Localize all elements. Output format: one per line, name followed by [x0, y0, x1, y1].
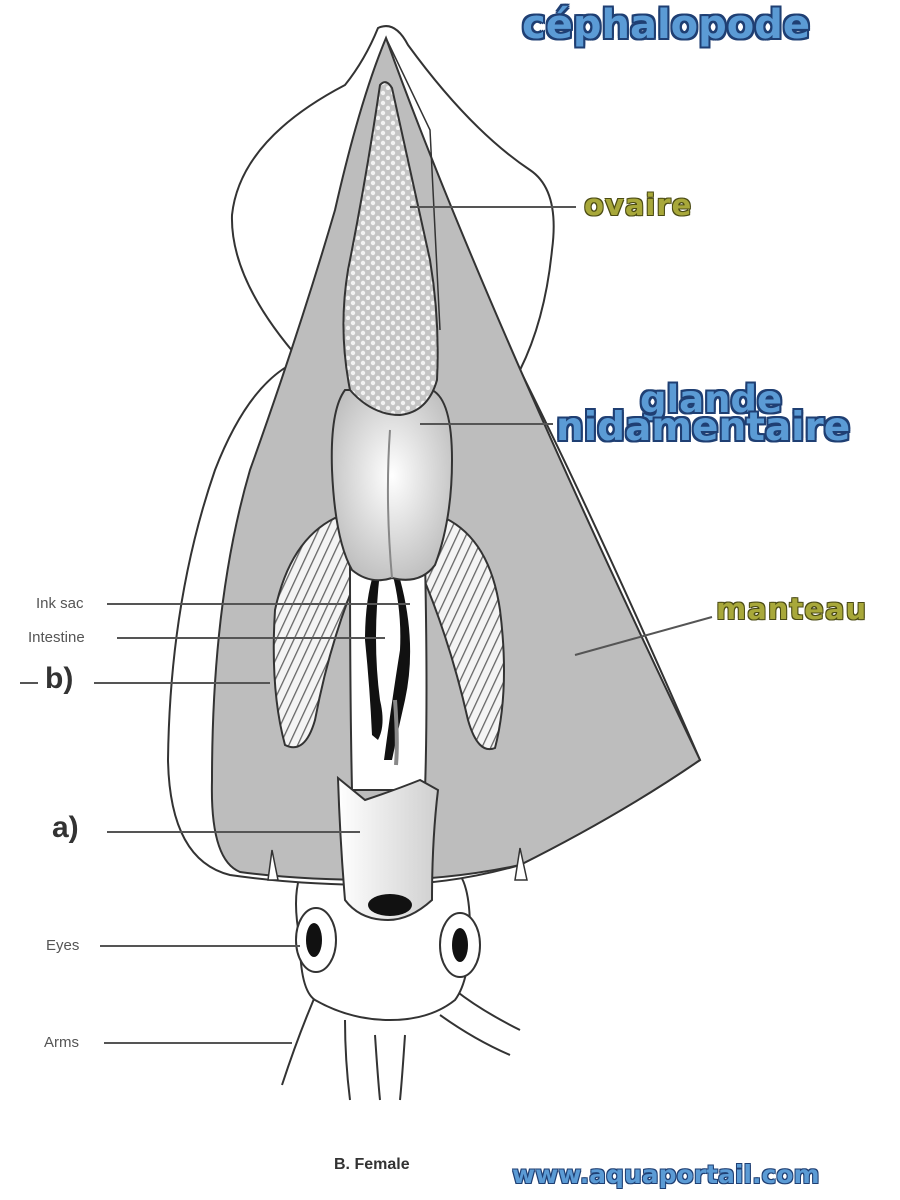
- funnel: [336, 775, 440, 922]
- figure-caption: B. Female: [334, 1156, 410, 1173]
- label-intestine: Intestine: [28, 629, 85, 646]
- nidamental-gland: [330, 389, 454, 582]
- label-ovaire: ovaire: [584, 188, 693, 222]
- label-b: b): [45, 662, 74, 695]
- label-manteau: manteau: [716, 592, 868, 626]
- ink-sac: [384, 572, 411, 760]
- label-eyes: Eyes: [46, 937, 80, 954]
- pointer-lines: [20, 206, 713, 1044]
- funnel-opening: [368, 894, 412, 916]
- ovary: [342, 81, 439, 417]
- label-glande: glande: [640, 378, 783, 421]
- right-pupil: [452, 928, 468, 962]
- left-pupil: [306, 923, 322, 957]
- label-a: a): [52, 811, 79, 844]
- label-nidamentaire: nidamentaire: [556, 405, 851, 450]
- label-arms: Arms: [44, 1034, 79, 1051]
- page-title: céphalopode: [522, 2, 811, 48]
- label-ink-sac: Ink sac: [36, 595, 84, 612]
- website-watermark: www.aquaportail.com: [512, 1160, 820, 1189]
